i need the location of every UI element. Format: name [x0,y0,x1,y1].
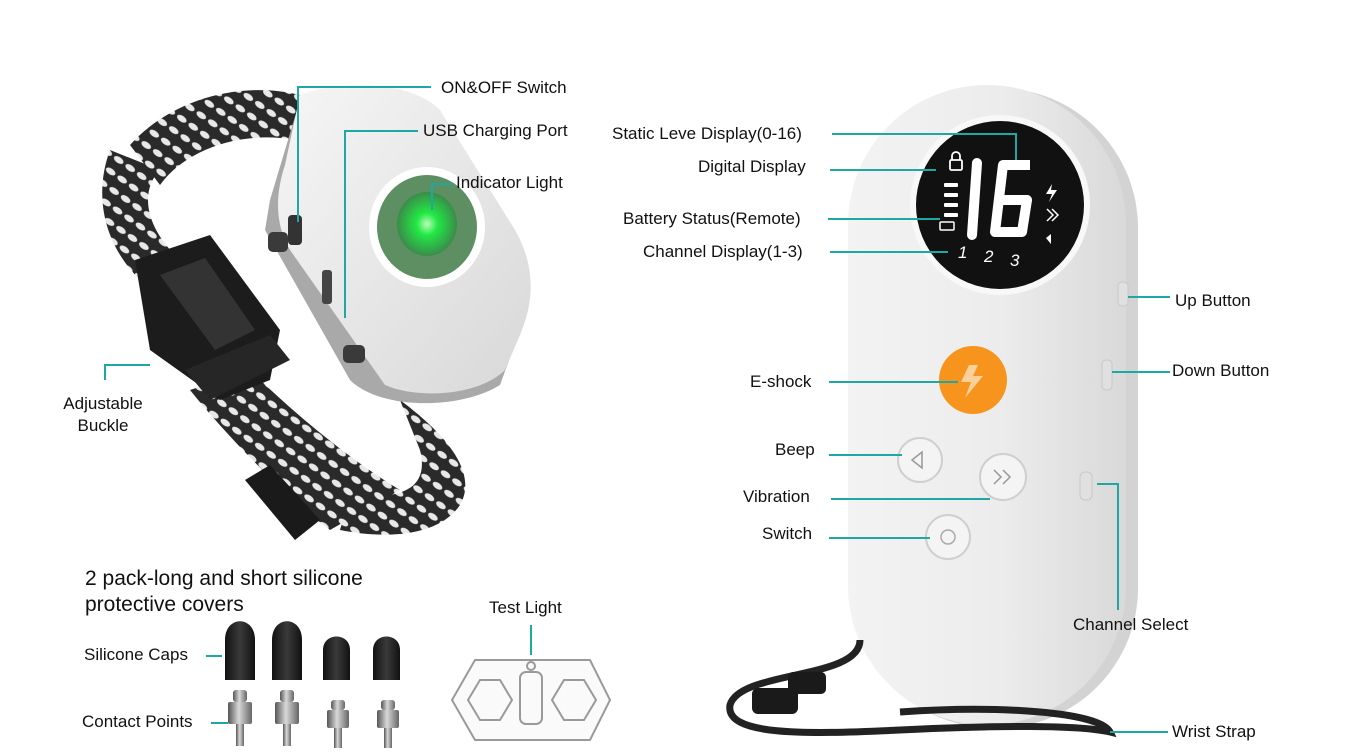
buckle-label-line1: Adjustable [63,394,143,413]
channel-digit: 3 [1010,251,1020,270]
up-button-label: Up Button [1175,291,1251,310]
channel-display-label: Channel Display(1-3) [643,242,803,261]
channel-digit: 2 [983,247,994,266]
switch-button [925,514,971,560]
on-off-switch-label: ON&OFF Switch [441,78,567,97]
static-level-label: Static Leve Display(0-16) [612,124,802,143]
wrist-strap-label: Wrist Strap [1172,722,1256,741]
contact-points-label: Contact Points [82,712,193,731]
indicator-light [397,192,457,256]
adjustable-buckle [135,235,290,400]
digital-display-label: Digital Display [698,157,806,176]
collar-receiver [265,85,531,404]
bolt-icon [1046,184,1057,202]
battery-status-label: Battery Status(Remote) [623,209,801,228]
switch-label: Switch [762,524,813,543]
covers-heading-line2: protective covers [85,593,244,616]
buckle-label-line2: Buckle [77,416,129,435]
remote-control [848,85,1138,728]
test-light-label: Test Light [489,598,562,617]
beep-label: Beep [775,440,815,459]
channel-digit: 1 [958,243,967,262]
channel-select-label: Channel Select [1073,615,1189,634]
lock-icon [949,151,963,171]
contact-points [228,690,399,748]
vibration-button [979,453,1027,501]
covers-heading-line1: 2 pack-long and short silicone [85,567,363,590]
usb-port [322,270,332,304]
wrist-strap [726,639,1117,738]
usb-port-label: USB Charging Port [423,121,568,140]
silicone-caps-label: Silicone Caps [84,645,188,664]
silicone-caps [225,621,400,680]
speaker-icon [1046,234,1051,244]
collar-strap [102,90,466,540]
down-button-label: Down Button [1172,361,1270,380]
indicator-light-label: Indicator Light [456,173,563,192]
battery-icon [939,221,955,231]
test-light [450,659,612,741]
e-shock-label: E-shock [750,372,812,391]
vibration-icon [1046,208,1060,222]
beep-button [897,437,943,483]
on-off-switch [288,215,302,245]
callout-lines [104,86,1170,733]
vibration-label: Vibration [743,487,810,506]
